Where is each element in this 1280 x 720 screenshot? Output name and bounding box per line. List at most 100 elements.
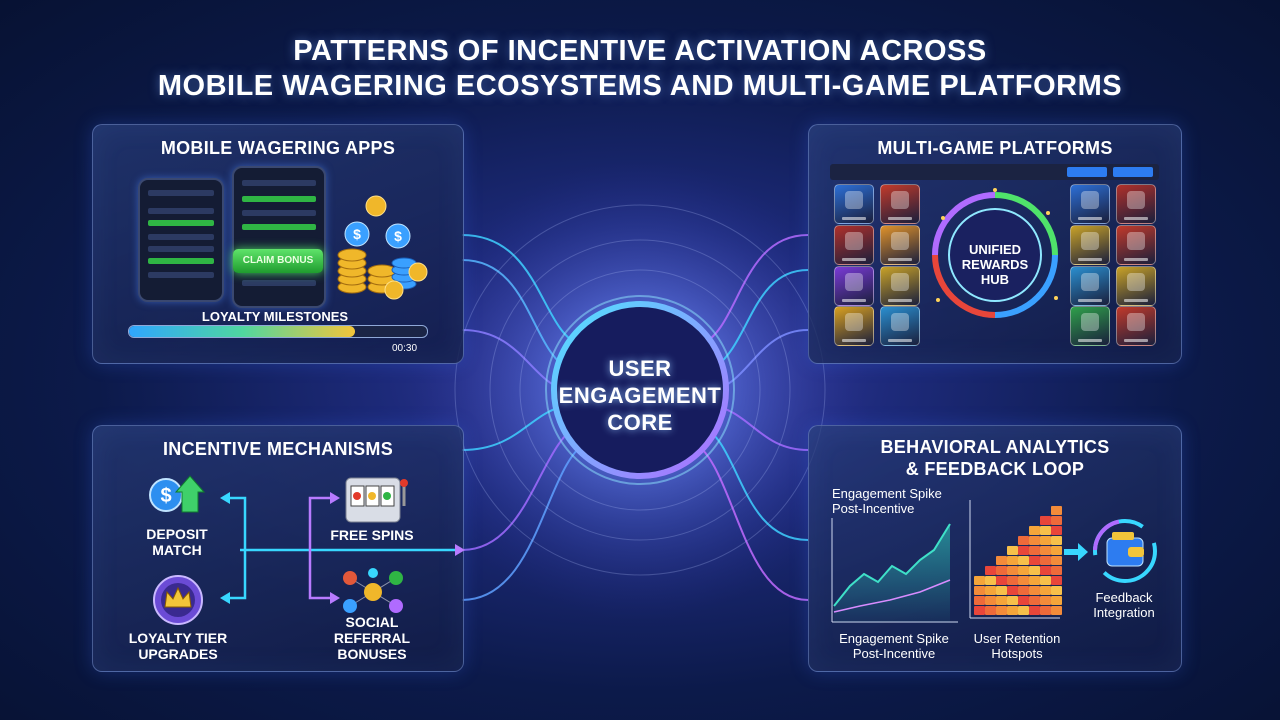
referral-line-3: BONUSES — [337, 646, 407, 662]
loyalty-line-2: UPGRADES — [138, 646, 218, 662]
heatmap-axes — [969, 500, 1060, 619]
social-network-icon — [343, 568, 403, 613]
heatmap-cell — [985, 586, 996, 595]
game-tile[interactable] — [880, 225, 920, 265]
heatmap-cell — [1007, 596, 1018, 605]
heatmap-cell — [1051, 606, 1062, 615]
heatmap-cell — [1007, 606, 1018, 615]
heatmap-cell — [1029, 526, 1040, 535]
phone-left — [138, 178, 224, 302]
game-tile[interactable] — [834, 184, 874, 224]
user-retention-label: User Retention Hotspots — [962, 631, 1072, 661]
spike-top-line-2: Post-Incentive — [832, 501, 915, 516]
heatmap-cell — [1007, 576, 1018, 585]
game-tile[interactable] — [880, 184, 920, 224]
hub-line-2: REWARDS — [961, 257, 1029, 272]
heatmap-cell — [1040, 576, 1051, 585]
claim-bonus-button[interactable]: CLAIM BONUS — [233, 249, 323, 273]
loyalty-progress-bar — [128, 325, 428, 338]
heatmap-cell — [996, 596, 1007, 605]
core-line-2: ENGAGEMENT — [558, 383, 722, 408]
crown-badge-icon — [153, 575, 203, 625]
heatmap-cell — [1018, 586, 1029, 595]
analytics-title-line-1: BEHAVIORAL ANALYTICS — [880, 437, 1110, 457]
milestone-counter: 00:30 — [392, 343, 418, 354]
heatmap-cell — [1040, 586, 1051, 595]
heatmap-cell — [985, 576, 996, 585]
heatmap-cell — [1040, 596, 1051, 605]
heatmap-cell — [1051, 576, 1062, 585]
heatmap-cell — [1018, 546, 1029, 555]
loyalty-milestones-label: LOYALTY MILESTONES — [201, 309, 349, 324]
heatmap-cell — [1040, 606, 1051, 615]
analytics-title-line-2: & FEEDBACK LOOP — [905, 459, 1085, 479]
referral-line-2: REFERRAL — [333, 630, 411, 646]
incentive-connectors — [220, 492, 465, 604]
game-tile[interactable] — [1116, 266, 1156, 306]
spike-bottom-line-1: Engagement Spike — [839, 631, 949, 646]
deposit-line-2: MATCH — [152, 542, 202, 558]
loyalty-progress-fill — [129, 326, 356, 337]
heatmap-cell — [1018, 596, 1029, 605]
heatmap-cell — [1029, 566, 1040, 575]
game-tile[interactable] — [834, 225, 874, 265]
heatmap-cell — [1040, 536, 1051, 545]
heatmap-cell — [1018, 556, 1029, 565]
game-tile[interactable] — [1070, 266, 1110, 306]
social-referral-label: SOCIAL REFERRAL BONUSES — [322, 614, 422, 662]
heatmap-cell — [974, 576, 985, 585]
heatmap-cell — [1018, 566, 1029, 575]
heatmap-cell — [1051, 596, 1062, 605]
heatmap-cell — [1029, 596, 1040, 605]
engagement-spike-top-label: Engagement Spike Post-Incentive — [832, 486, 942, 516]
rewards-hub-ring — [932, 188, 1058, 318]
heatmap-cell — [1051, 586, 1062, 595]
analytics-panel-title: BEHAVIORAL ANALYTICS & FEEDBACK LOOP — [809, 436, 1181, 480]
engagement-spike-bottom-label: Engagement Spike Post-Incentive — [832, 631, 956, 661]
feedback-integration-label: Feedback Integration — [1076, 590, 1172, 620]
multigame-panel-title: MULTI-GAME PLATFORMS — [877, 138, 1113, 158]
deposit-match-label: DEPOSIT MATCH — [136, 526, 218, 558]
platform-header-bar — [830, 164, 1159, 180]
game-tile[interactable] — [1070, 184, 1110, 224]
retention-line-1: User Retention — [973, 631, 1061, 646]
heatmap-cell — [1040, 526, 1051, 535]
loyalty-line-1: LOYALTY TIER — [128, 630, 228, 646]
svg-text:$: $ — [160, 485, 171, 507]
free-spins-label: FREE SPINS — [330, 527, 414, 543]
game-tile[interactable] — [880, 266, 920, 306]
hub-line-3: HUB — [980, 272, 1010, 287]
game-tile[interactable] — [834, 306, 874, 346]
heatmap-cell — [1040, 566, 1051, 575]
phone-right — [232, 166, 326, 308]
title-line-1: PATTERNS OF INCENTIVE ACTIVATION ACROSS — [293, 35, 987, 67]
heatmap-cell — [996, 586, 1007, 595]
game-tile[interactable] — [880, 306, 920, 346]
incentive-mechanisms-panel: INCENTIVE MECHANISMS — [92, 425, 464, 672]
game-tile[interactable] — [1070, 225, 1110, 265]
engagement-spike-chart — [831, 518, 958, 623]
wallet-feedback-icon — [1093, 519, 1157, 583]
heatmap-cell — [996, 606, 1007, 615]
game-tile[interactable] — [1070, 306, 1110, 346]
heatmap-cell — [1029, 536, 1040, 545]
heatmap-cell — [1040, 556, 1051, 565]
heatmap-cell — [1051, 526, 1062, 535]
game-tile[interactable] — [1116, 306, 1156, 346]
heatmap-cell — [1029, 576, 1040, 585]
game-tile[interactable] — [1116, 225, 1156, 265]
spike-top-line-1: Engagement Spike — [832, 486, 942, 501]
heatmap-cell — [1018, 576, 1029, 585]
deposit-match-icon: $ — [149, 475, 206, 513]
heatmap-cell — [1007, 546, 1018, 555]
heatmap-cell — [1051, 566, 1062, 575]
heatmap-cell — [996, 566, 1007, 575]
heatmap-cell — [1051, 546, 1062, 555]
page-title: PATTERNS OF INCENTIVE ACTIVATION ACROSS … — [0, 34, 1280, 104]
heatmap-cell — [1029, 586, 1040, 595]
game-tile[interactable] — [1116, 184, 1156, 224]
game-tile[interactable] — [834, 266, 874, 306]
heatmap-cell — [974, 586, 985, 595]
incentives-panel-title: INCENTIVE MECHANISMS — [162, 439, 393, 459]
rewards-hub-label: UNIFIED REWARDS HUB — [955, 242, 1035, 287]
